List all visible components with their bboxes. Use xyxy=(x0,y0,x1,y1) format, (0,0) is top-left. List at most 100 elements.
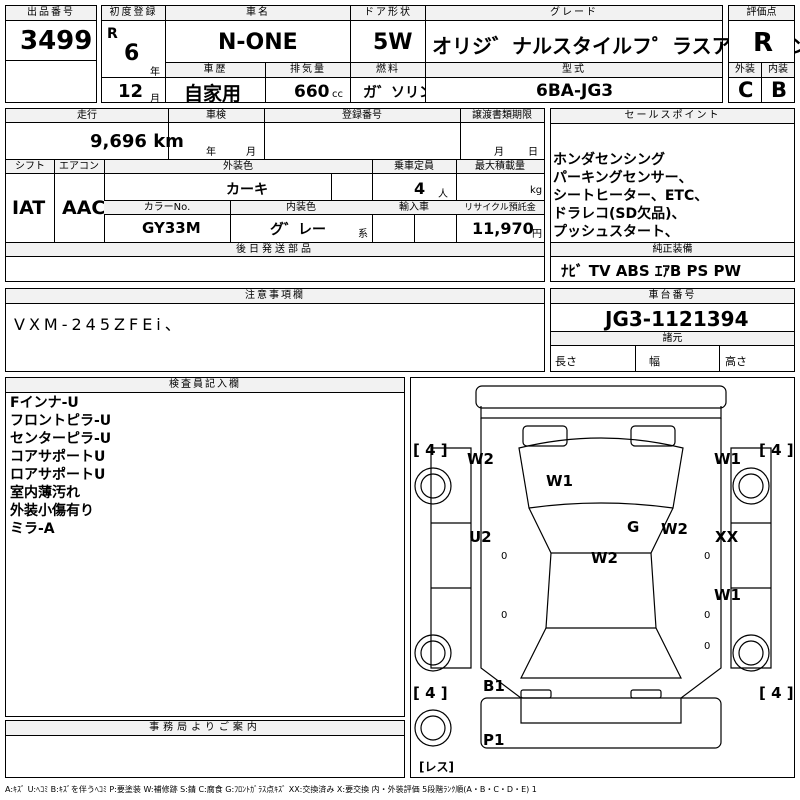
recycle: 11,970 xyxy=(472,219,534,238)
mark-w2-left: W2 xyxy=(467,450,494,468)
inspector-line: Fインナ-U xyxy=(10,395,79,411)
inspect-year: 年 xyxy=(206,147,216,158)
mark-zero-2: 0 xyxy=(501,610,508,621)
tyre-fl-value: 4 xyxy=(425,441,436,459)
inspector-line: フロントピラ-U xyxy=(10,413,112,429)
chassis-box: 車台番号 JG3-1121394 諸元 長さ 幅 高さ xyxy=(550,288,795,372)
mark-zero-1: 0 xyxy=(501,551,508,562)
inspector-line: 外装小傷有り xyxy=(10,503,94,519)
sales-line: ドラレコ(SD欠品)、 xyxy=(553,206,686,222)
model: 6BA-JG3 xyxy=(536,81,614,101)
int-label: 内装 xyxy=(762,63,794,78)
color: カーキ xyxy=(226,182,268,198)
load-unit: kg xyxy=(530,185,543,196)
wid-label: 幅 xyxy=(649,355,660,368)
intcolor-label: 内装色 xyxy=(230,201,372,215)
transfer-label: 譲渡書類期限 xyxy=(460,109,544,123)
month-unit: 月 xyxy=(150,94,160,105)
seat-label: 乗車定員 xyxy=(372,160,456,174)
caution-label: 注意事項欄 xyxy=(6,289,544,304)
divider xyxy=(230,201,231,242)
transfer-day: 日 xyxy=(528,147,538,158)
divider xyxy=(719,346,720,372)
disp: 660 xyxy=(294,82,330,102)
sales-box: セールスポイント ホンダセンシングパーキングセンサー、シートヒーター、ETC、ド… xyxy=(550,108,795,282)
sales-lines: ホンダセンシングパーキングセンサー、シートヒーター、ETC、ドラレコ(SD欠品)… xyxy=(553,151,708,241)
ac-label: エアコン xyxy=(54,160,104,174)
info-grid: 走行 車検 登録番号 譲渡書類期限 9,696 km 年 月 月 日 シフト エ… xyxy=(5,108,545,282)
fuel-box: 燃料 ガ゛ソリン xyxy=(350,62,433,103)
mark-g: G xyxy=(627,518,640,536)
lot-box: 出品番号 3499 xyxy=(5,5,97,61)
tyre-rr-value: 4 xyxy=(771,684,782,702)
era: R xyxy=(107,26,118,42)
mileage: 9,696 km xyxy=(90,131,184,152)
hei-label: 高さ xyxy=(725,355,747,368)
mark-p1: P1 xyxy=(483,731,505,749)
office-label: 事務局よりご案内 xyxy=(6,721,404,736)
import-label: 輸入車 xyxy=(372,201,456,215)
first-reg-box: 初度登録 R 6 年 12 月 xyxy=(101,5,166,105)
recycle-label: リサイクル預託金 xyxy=(456,201,544,215)
mark-zero-4: 0 xyxy=(704,610,711,621)
sales-line: プッシュスタート、 xyxy=(553,224,679,240)
recycle-unit: 円 xyxy=(532,229,542,240)
mark-w1-hood: W1 xyxy=(546,472,573,490)
inspector-line: ロアサポートU xyxy=(10,467,106,483)
mark-u2: U2 xyxy=(469,528,492,546)
color-label: 外装色 xyxy=(104,160,372,174)
score-box: 評価点 R xyxy=(728,5,795,63)
regno-label: 登録番号 xyxy=(264,109,460,123)
sales-label: セールスポイント xyxy=(551,109,794,124)
disp-unit: cc xyxy=(332,89,343,100)
model-label: 型式 xyxy=(426,63,722,78)
door-box: ドア形状 5W xyxy=(350,5,426,63)
car-outline xyxy=(414,385,772,749)
mark-w2-roof: W2 xyxy=(591,549,618,567)
ext-box: 外装 C xyxy=(728,62,762,103)
divider xyxy=(6,242,544,243)
equip-value: ﾅﾋﾞ TV ABS ｴｱB PS PW xyxy=(561,262,742,280)
tyre-rl: [ 4 ] xyxy=(413,684,448,702)
sales-line: シートヒーター、ETC、 xyxy=(553,188,709,204)
divider xyxy=(460,109,461,159)
model-box: 型式 6BA-JG3 xyxy=(425,62,723,103)
door: 5W xyxy=(373,30,413,55)
shift: IAT xyxy=(12,197,46,219)
divider xyxy=(104,200,544,201)
grade-label: グレード xyxy=(426,6,722,21)
inspector-label: 検査員記入欄 xyxy=(6,378,404,393)
door-label: ドア形状 xyxy=(351,6,425,21)
mark-zero-3: 0 xyxy=(704,551,711,562)
transfer-month: 月 xyxy=(494,147,504,158)
history: 自家用 xyxy=(184,83,242,105)
mark-b1: B1 xyxy=(483,677,505,695)
mark-zero-5: 0 xyxy=(704,641,711,652)
ext: C xyxy=(738,78,754,102)
ext-label: 外装 xyxy=(729,63,761,78)
divider xyxy=(551,331,794,332)
car-diagram: [ 4 ] [ 4 ] [ 4 ] [ 4 ] W2 W1 W1 G W2 W2… xyxy=(410,377,795,778)
year-unit: 年 xyxy=(150,67,160,78)
disp-label: 排気量 xyxy=(266,63,350,78)
tyre-fr-value: 4 xyxy=(771,441,782,459)
divider xyxy=(551,242,794,243)
inspector-line: センターピラ-U xyxy=(10,431,112,447)
chassis-label: 車台番号 xyxy=(551,289,794,304)
mark-xx: XX xyxy=(715,528,739,546)
divider xyxy=(54,160,55,242)
reserve-text: レス xyxy=(424,760,449,774)
fuel: ガ゛ソリン xyxy=(363,85,433,101)
equip-label: 純正装備 xyxy=(551,243,794,257)
car-name: N-ONE xyxy=(218,30,298,55)
grade-box: グレード オリジ゛ナルスタイルフ゜ラスアーハ゛ン xyxy=(425,5,800,63)
colorno: GY33M xyxy=(142,219,201,237)
tyre-rl-value: 4 xyxy=(425,684,436,702)
history-box: 車歴 自家用 xyxy=(165,62,266,105)
int-box: 内装 B xyxy=(761,62,795,103)
seat-unit: 人 xyxy=(438,189,448,200)
mark-w1-right-low: W1 xyxy=(714,586,741,604)
divider xyxy=(168,109,169,159)
mileage-label: 走行 xyxy=(6,109,168,123)
